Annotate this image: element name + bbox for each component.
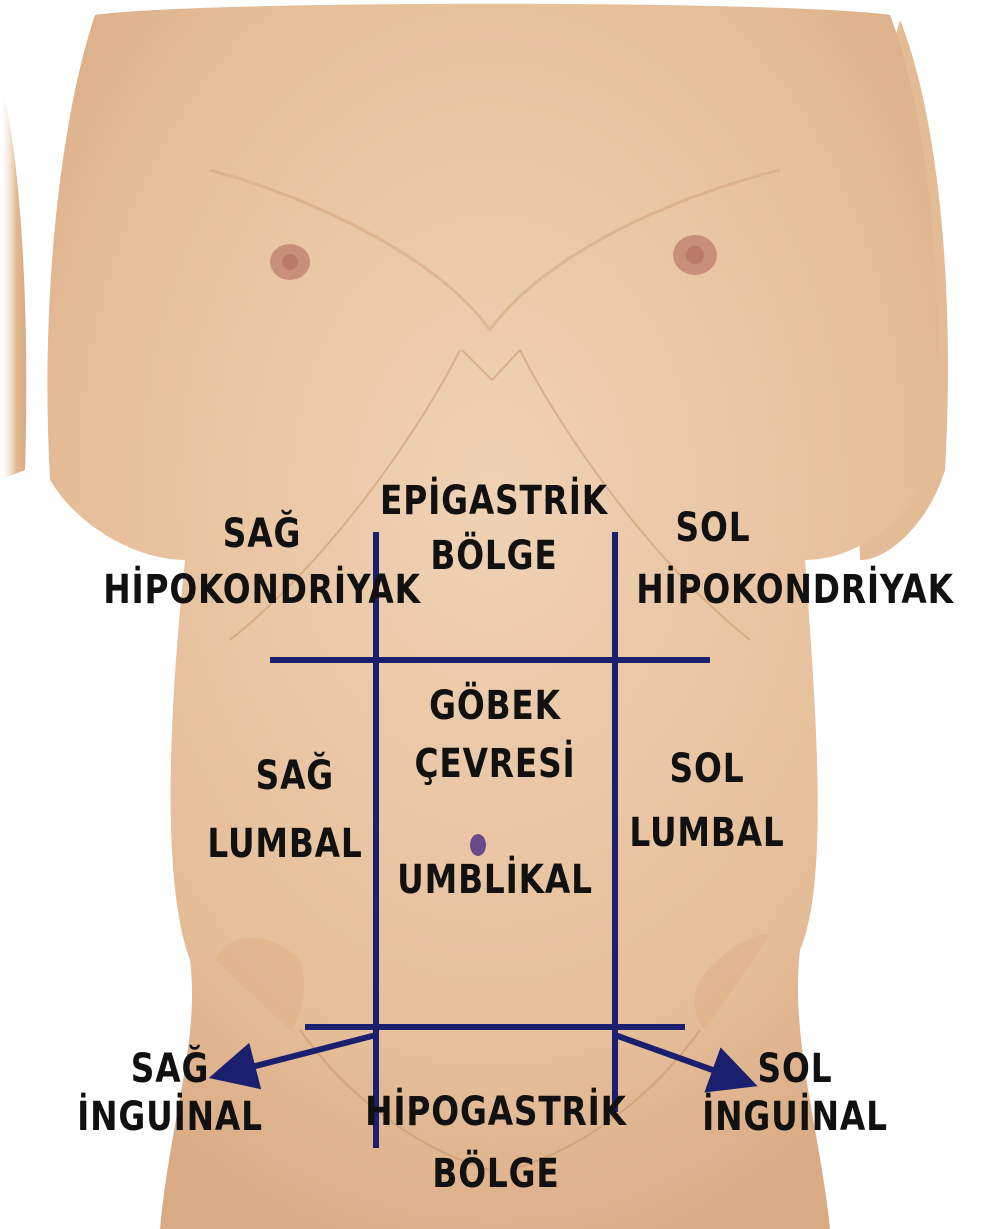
right-lumbar-line1: SAĞ [217,752,372,800]
umbilical-line3: UMBLİKAL [397,856,593,904]
umbilical-label: GÖBEK ÇEVRESİ UMBLİKAL [397,682,593,904]
umbilical-line1: GÖBEK [397,682,593,730]
left-arm [0,80,26,480]
right-hypochondriac-label: SAĞ HİPOKONDRİYAK [103,510,421,614]
right-lumbar-label: SAĞ LUMBAL [207,752,362,868]
left-inguinal-label: SOL İNGUİNAL [702,1045,888,1141]
right-lumbar-line2: LUMBAL [207,820,362,868]
right-inguinal-label: SAĞ İNGUİNAL [77,1045,263,1141]
left-nipple-inner [686,246,704,264]
right-nipple-inner [282,254,298,270]
hypogastric-line1: HİPOGASTRİK [365,1088,627,1136]
right-inguinal-line2: İNGUİNAL [77,1093,263,1141]
left-inguinal-line1: SOL [702,1045,888,1093]
hypogastric-line2: BÖLGE [365,1150,627,1198]
left-hypochondriac-line2: HİPOKONDRİYAK [636,566,954,614]
left-lumbar-line1: SOL [629,745,784,793]
right-inguinal-line1: SAĞ [77,1045,263,1093]
left-inguinal-line2: İNGUİNAL [702,1093,888,1141]
left-hypochondriac-line1: SOL [554,504,872,552]
right-hypochondriac-line1: SAĞ [103,510,421,558]
hypogastric-label: HİPOGASTRİK BÖLGE [365,1088,627,1198]
left-lumbar-label: SOL LUMBAL [629,745,784,857]
left-lumbar-line2: LUMBAL [629,809,784,857]
umbilical-line2: ÇEVRESİ [397,740,593,788]
right-hypochondriac-line2: HİPOKONDRİYAK [103,566,421,614]
left-hypochondriac-label: SOL HİPOKONDRİYAK [636,504,954,614]
